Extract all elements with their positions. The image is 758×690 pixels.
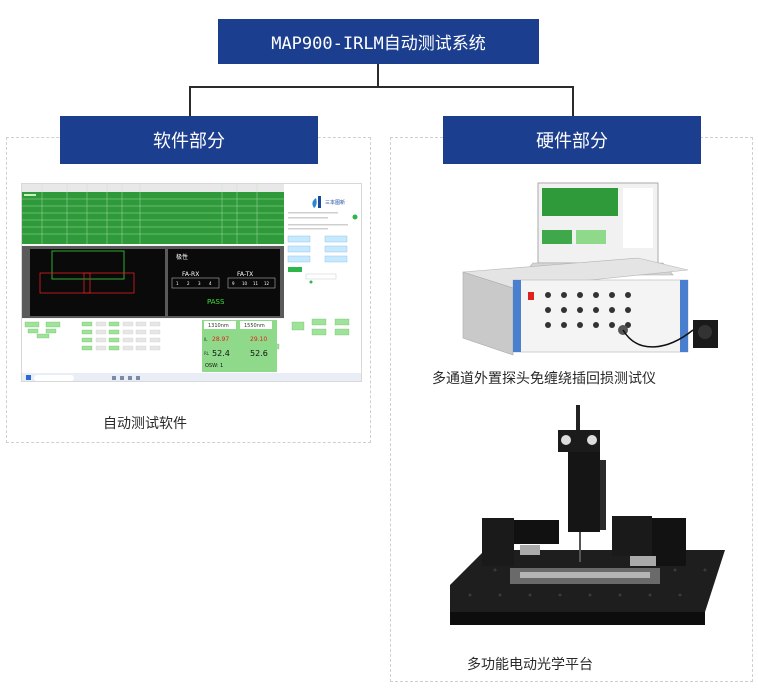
software-header: 软件部分 <box>60 116 318 164</box>
optical-platform-drawing <box>450 405 725 625</box>
platform-caption: 多功能电动光学平台 <box>467 657 593 673</box>
system-title: MAP900-IRLM自动测试系统 <box>218 19 539 64</box>
il-label: IL <box>204 337 208 342</box>
tx-port: 11 <box>253 281 259 286</box>
wavelength-1550: 1550nm <box>244 323 265 329</box>
rx-port: 4 <box>209 281 212 286</box>
wavelength-1310: 1310nm <box>208 323 229 329</box>
software-screenshot-drawing: 三本图新 极性 FA-RX FA-TX 1 2 3 4 9 10 11 12 P… <box>22 184 361 381</box>
rl-label: RL <box>204 351 210 356</box>
rx-port: 1 <box>176 281 179 286</box>
il-value-1310: 28.97 <box>212 336 229 343</box>
logo-icon <box>312 196 321 208</box>
connector-right <box>572 86 574 116</box>
hardware-header: 硬件部分 <box>443 116 701 164</box>
software-caption: 自动测试软件 <box>103 416 187 432</box>
osw-label: OSW: 1 <box>205 363 223 369</box>
windows-icon[interactable] <box>26 375 31 380</box>
fa-tx-label: FA-TX <box>237 271 253 278</box>
rl-value-1550: 52.6 <box>250 349 268 358</box>
il-value-1550: 29.10 <box>250 336 267 343</box>
rx-port: 2 <box>187 281 190 286</box>
connector-trunk <box>377 64 379 87</box>
screenshot-logo-text: 三本图新 <box>325 199 345 206</box>
connector-horizontal <box>189 86 573 88</box>
tx-port: 10 <box>242 281 248 286</box>
fa-rx-label: FA-RX <box>182 271 199 278</box>
tx-port: 9 <box>232 281 235 286</box>
tester-caption: 多通道外置探头免缠绕插回损测试仪 <box>432 371 656 387</box>
il-rl-tester-drawing <box>462 182 718 356</box>
pass-result: PASS <box>207 298 225 306</box>
tx-port: 12 <box>264 281 270 286</box>
panel-label: 极性 <box>176 253 188 261</box>
il-rl-tester-image <box>438 180 738 360</box>
rl-value-1310: 52.4 <box>212 349 230 358</box>
rx-port: 3 <box>198 281 201 286</box>
optical-platform-image <box>440 400 730 640</box>
software-screenshot: 三本图新 极性 FA-RX FA-TX 1 2 3 4 9 10 11 12 P… <box>21 183 362 382</box>
connector-left <box>189 86 191 116</box>
